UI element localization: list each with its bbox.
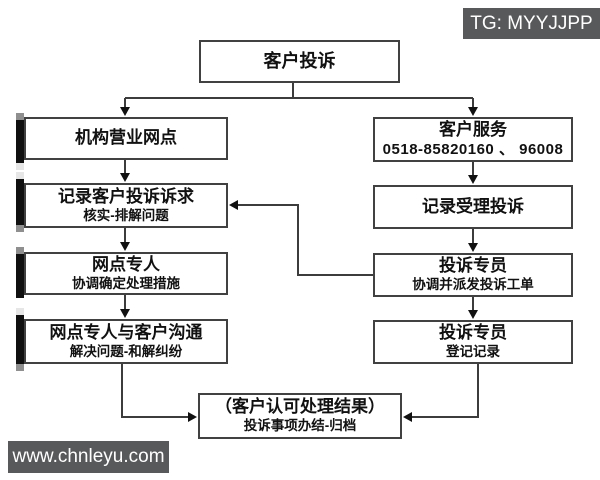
flow-node-complaint-officer-dispatch: 投诉专员 协调并派发投诉工单 xyxy=(373,253,573,297)
node-phone: 0518-85820160 、 96008 xyxy=(382,140,564,158)
node-title: 客户服务 xyxy=(439,119,507,139)
node-subtitle: 核实-排解问题 xyxy=(83,207,169,223)
accent-bar-body xyxy=(16,254,24,298)
accent-bar xyxy=(16,113,24,170)
node-title: （客户认可处理结果） xyxy=(215,397,385,417)
accent-bar-cap xyxy=(16,113,24,120)
node-title: 网点专人与客户沟通 xyxy=(49,322,203,342)
accent-bar-cap xyxy=(16,172,24,179)
node-title: 投诉专员 xyxy=(439,323,507,343)
node-subtitle: 解决问题-和解纠纷 xyxy=(69,343,183,359)
accent-bar-cap xyxy=(16,364,24,371)
telegram-watermark-badge: TG: MYYJJPP xyxy=(463,8,600,39)
node-title: 记录客户投诉诉求 xyxy=(58,186,194,206)
accent-bar-cap xyxy=(16,308,24,315)
accent-bar-body xyxy=(16,315,24,364)
accent-bar xyxy=(16,308,24,371)
node-subtitle: 投诉事项办结-归档 xyxy=(243,418,357,434)
node-title: 客户投诉 xyxy=(263,50,336,71)
node-subtitle: 协调并派发投诉工单 xyxy=(412,277,534,293)
node-subtitle: 协调确定处理措施 xyxy=(72,275,180,291)
flow-node-branch-outlet: 机构营业网点 xyxy=(24,117,228,160)
flow-node-outlet-specialist: 网点专人 协调确定处理措施 xyxy=(24,252,228,295)
accent-bar-body xyxy=(16,179,24,225)
flow-node-complaint-officer-register: 投诉专员 登记记录 xyxy=(373,320,573,364)
accent-bar-cap xyxy=(16,247,24,254)
arrow-l4-to-result xyxy=(121,364,197,422)
accent-bar xyxy=(16,172,24,232)
accent-bar-body xyxy=(16,120,24,163)
accent-bar-cap xyxy=(16,225,24,232)
flow-node-customer-service: 客户服务 0518-85820160 、 96008 xyxy=(373,117,573,162)
accent-bar xyxy=(16,247,24,298)
node-title: 机构营业网点 xyxy=(75,128,177,148)
arrow-r4-to-result xyxy=(403,364,479,422)
node-title: 网点专人 xyxy=(92,254,160,274)
flow-node-specialist-communicate: 网点专人与客户沟通 解决问题-和解纠纷 xyxy=(24,319,228,364)
flow-node-result-archive: （客户认可处理结果） 投诉事项办结-归档 xyxy=(198,393,402,439)
flow-node-record-accepted-complaint: 记录受理投诉 xyxy=(373,185,573,229)
node-title: 投诉专员 xyxy=(439,256,507,276)
accent-bar-cap xyxy=(16,163,24,170)
flow-node-record-complaint-demand: 记录客户投诉诉求 核实-排解问题 xyxy=(24,183,228,228)
node-subtitle: 登记记录 xyxy=(446,344,500,360)
node-title: 记录受理投诉 xyxy=(422,196,524,216)
website-watermark-badge: www.chnleyu.com xyxy=(8,441,169,473)
arrow-r3-to-l2 xyxy=(229,200,373,276)
flow-node-customer-complaint: 客户投诉 xyxy=(199,40,400,83)
